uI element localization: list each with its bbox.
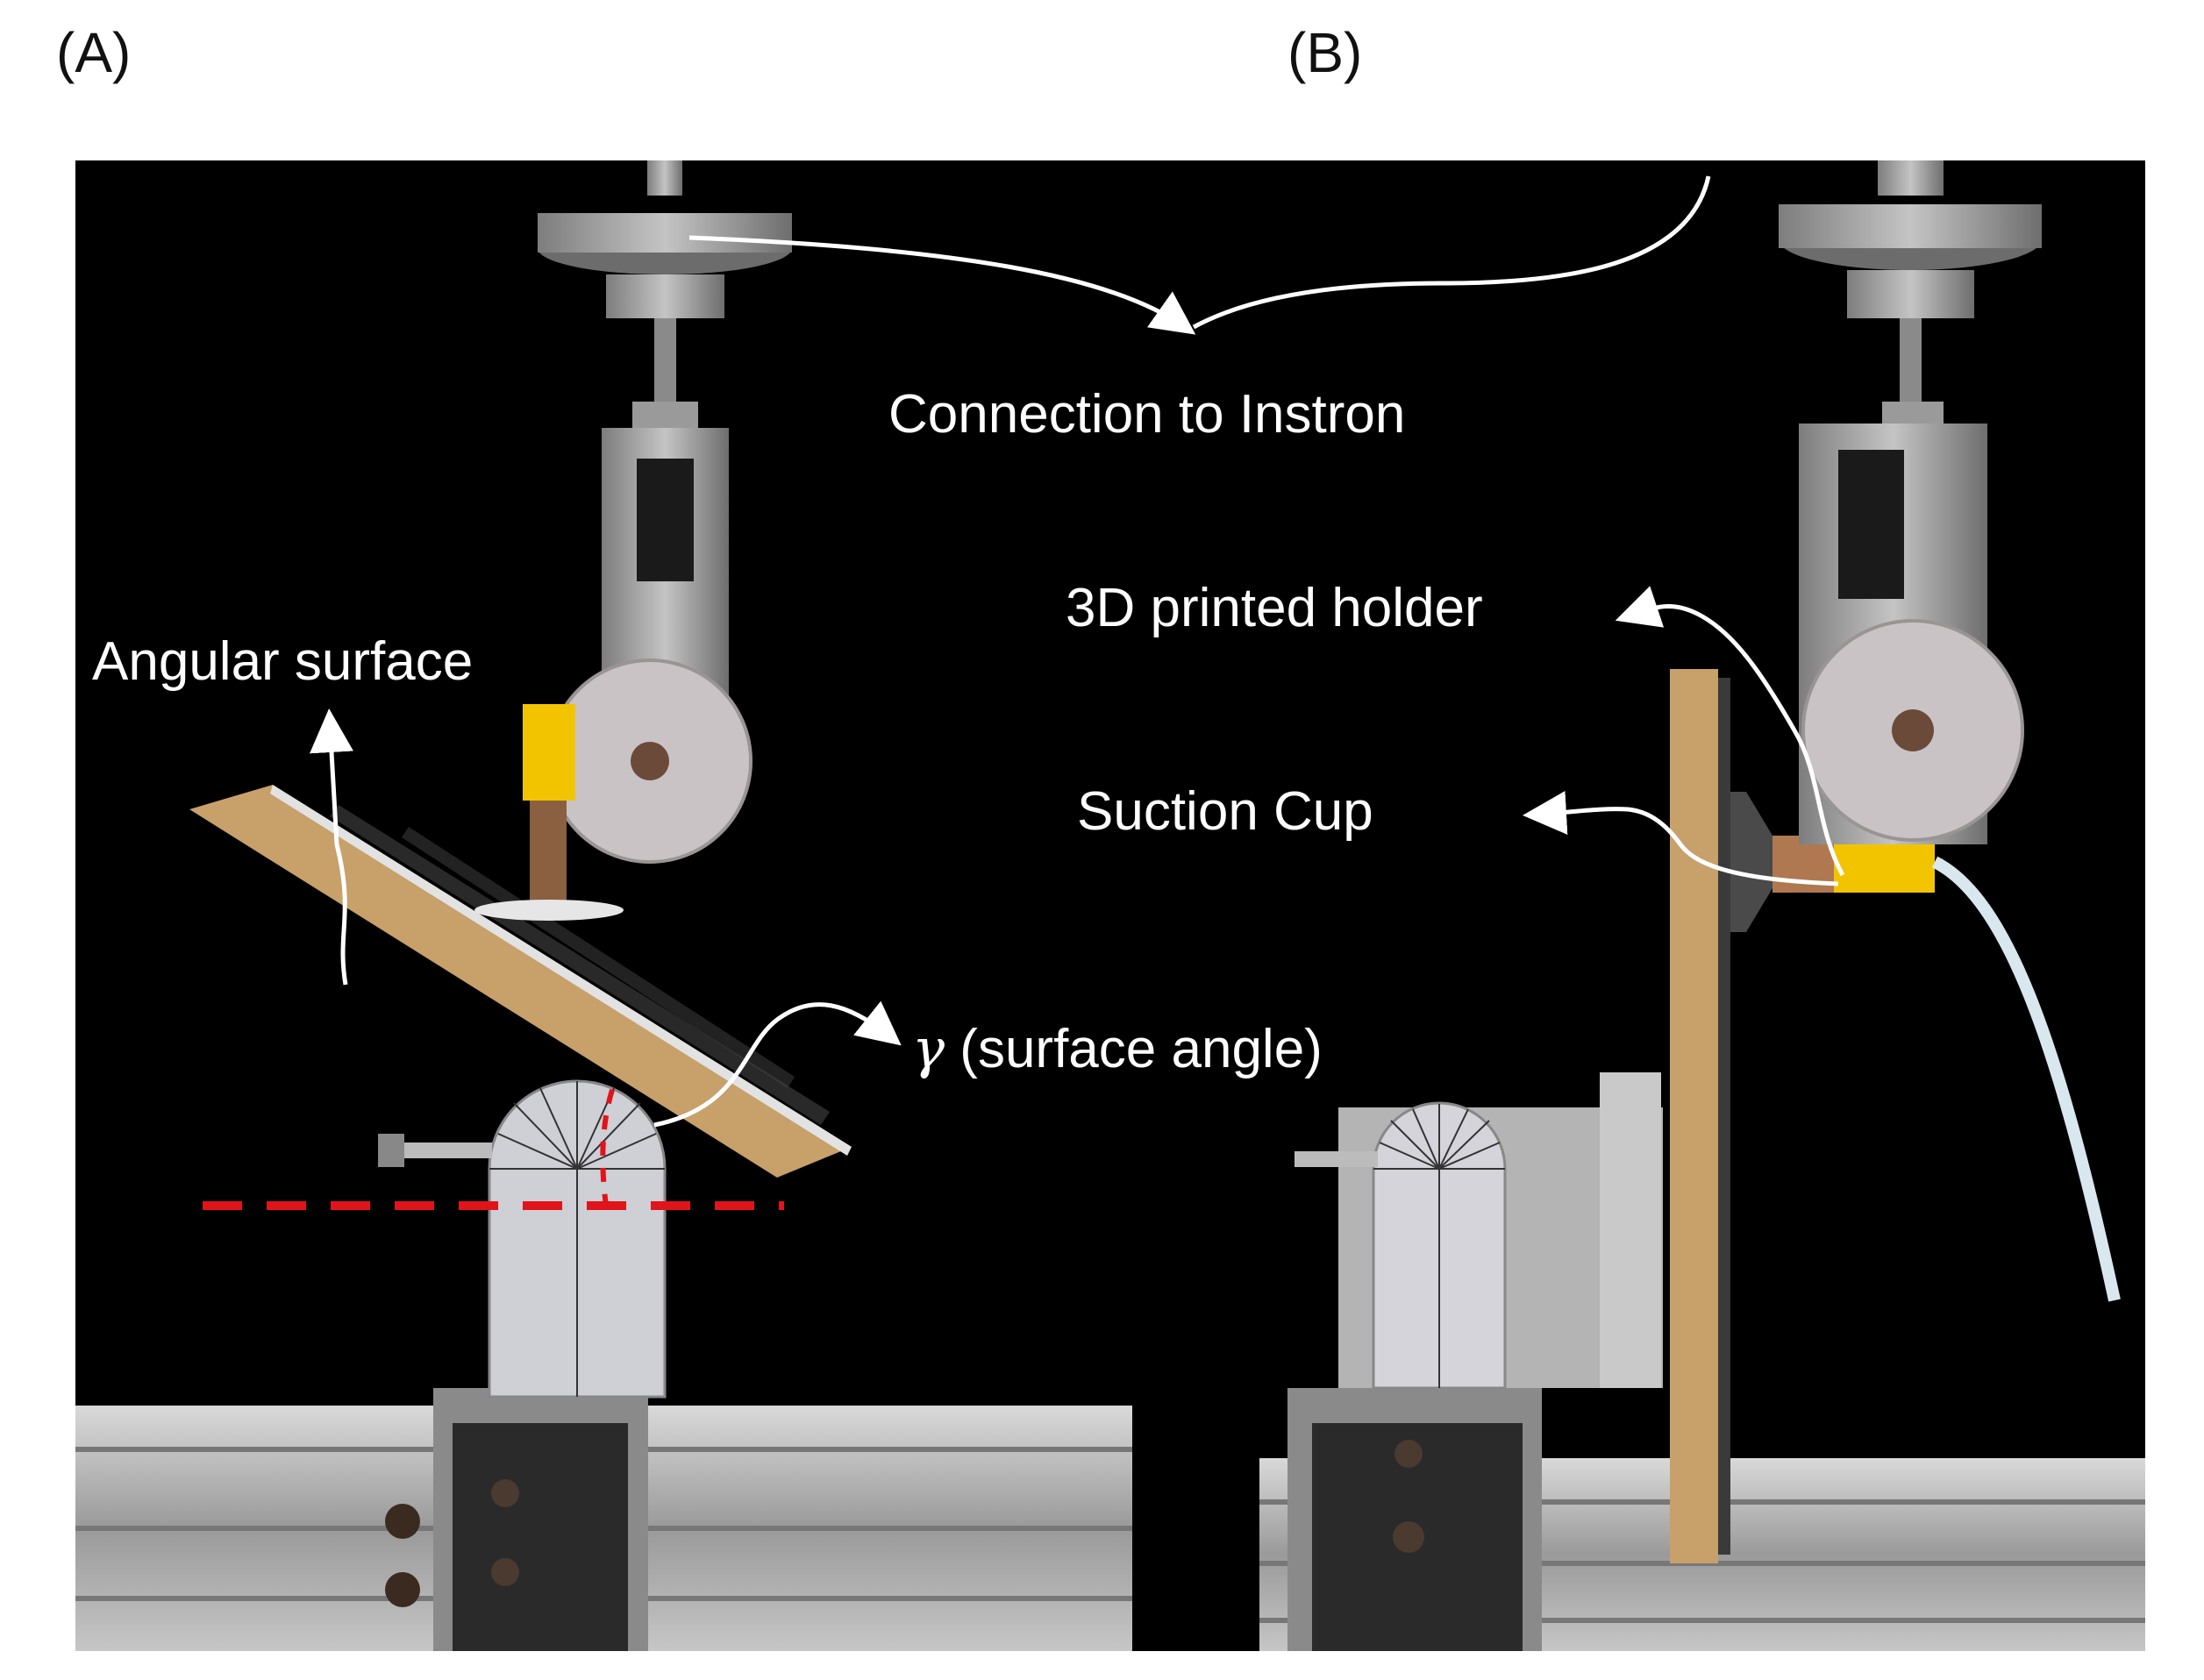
panel-label-b: (B) — [1287, 21, 1363, 84]
printed-holder-label: 3D printed holder — [1066, 578, 1483, 638]
connection-to-instron-label: Connection to Instron — [888, 384, 1406, 445]
arrow-connection-right — [1192, 175, 1711, 330]
vertical-board — [1670, 669, 1730, 1563]
angular-surface-board — [189, 785, 852, 1178]
experimental-setup-photo — [75, 160, 2145, 1651]
panel-label-a: (A) — [56, 21, 132, 84]
arrow-to-holder — [1615, 586, 1845, 877]
arrow-to-angular-surface — [310, 708, 353, 986]
instron-clamp-a — [474, 160, 792, 921]
angle-arc — [600, 1089, 615, 1207]
arrow-connection-left — [688, 235, 1196, 335]
protractor-block-a — [378, 1079, 667, 1399]
support-tube-a — [433, 1388, 648, 1651]
suction-cup-label: Suction Cup — [1077, 781, 1373, 842]
panel-a-scene — [75, 160, 1132, 1651]
arrow-to-suction-cup — [1523, 791, 1839, 886]
support-tube-b — [1287, 1388, 1542, 1651]
arrow-gamma — [653, 1000, 902, 1128]
instron-clamp-b — [1779, 160, 2042, 844]
gamma-symbol: γ — [912, 1016, 945, 1080]
surface-angle-text: (surface angle) — [959, 1019, 1323, 1079]
angular-surface-label: Angular surface — [92, 631, 474, 692]
surface-angle-label: γ (surface angle) — [912, 1022, 1323, 1077]
panel-b-scene — [1259, 160, 2145, 1651]
protractor-block-b — [1295, 1072, 1663, 1390]
